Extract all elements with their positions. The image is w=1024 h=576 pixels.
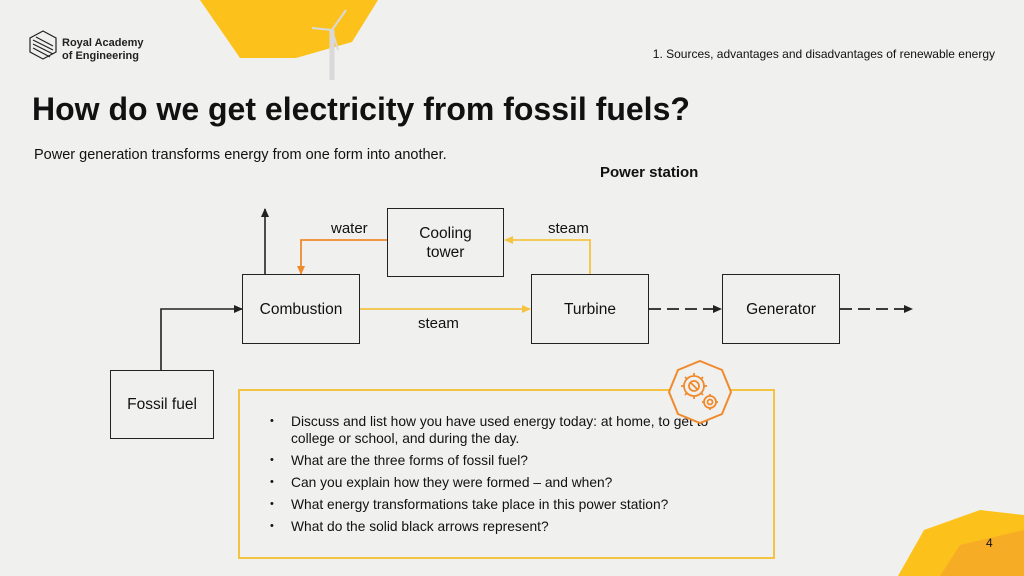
arrow-fuel-to-combustion (160, 305, 243, 370)
arrow-water-to-combustion (297, 239, 387, 275)
node-combustion-label: Combustion (259, 300, 343, 318)
node-fossil-fuel-label: Fossil fuel (127, 396, 197, 413)
brand-name-line1: Royal Academy (62, 37, 144, 49)
edge-label-steam-top: steam (548, 220, 589, 237)
page-number: 4 (986, 536, 993, 550)
decorative-hexagon-top (200, 0, 378, 58)
gears-icon (667, 359, 733, 425)
node-generator-label: Generator (746, 300, 816, 318)
wind-turbine-icon (311, 9, 347, 80)
royal-academy-logo-icon (29, 30, 57, 60)
node-fossil-fuel: Fossil fuel (110, 370, 214, 439)
edge-label-steam-bottom: steam (418, 315, 459, 332)
question-item: What are the three forms of fossil fuel? (266, 452, 736, 469)
slide-title: How do we get electricity from fossil fu… (32, 91, 690, 127)
node-turbine: Turbine (531, 274, 649, 344)
node-turbine-label: Turbine (564, 300, 616, 318)
question-item: What energy transformations take place i… (266, 496, 736, 513)
question-item: What do the solid black arrows represent… (266, 518, 736, 535)
header-topic: 1. Sources, advantages and disadvantages… (652, 47, 995, 61)
brand-name-line2: of Engineering (62, 50, 139, 62)
power-station-label: Power station (600, 164, 699, 181)
node-cooling-tower: Cooling tower (387, 208, 504, 277)
questions-list: Discuss and list how you have used energ… (266, 413, 736, 540)
edge-label-water: water (331, 220, 368, 237)
node-combustion: Combustion (242, 274, 360, 344)
node-cooling-tower-label: Cooling tower (419, 224, 472, 261)
question-item: Discuss and list how you have used energ… (266, 413, 736, 447)
question-item: Can you explain how they were formed – a… (266, 474, 736, 491)
node-generator: Generator (722, 274, 840, 344)
slide-subtitle: Power generation transforms energy from … (34, 147, 447, 163)
arrow-steam-to-cooling (504, 236, 591, 274)
brand-name: Royal Academy of Engineering (62, 37, 144, 63)
